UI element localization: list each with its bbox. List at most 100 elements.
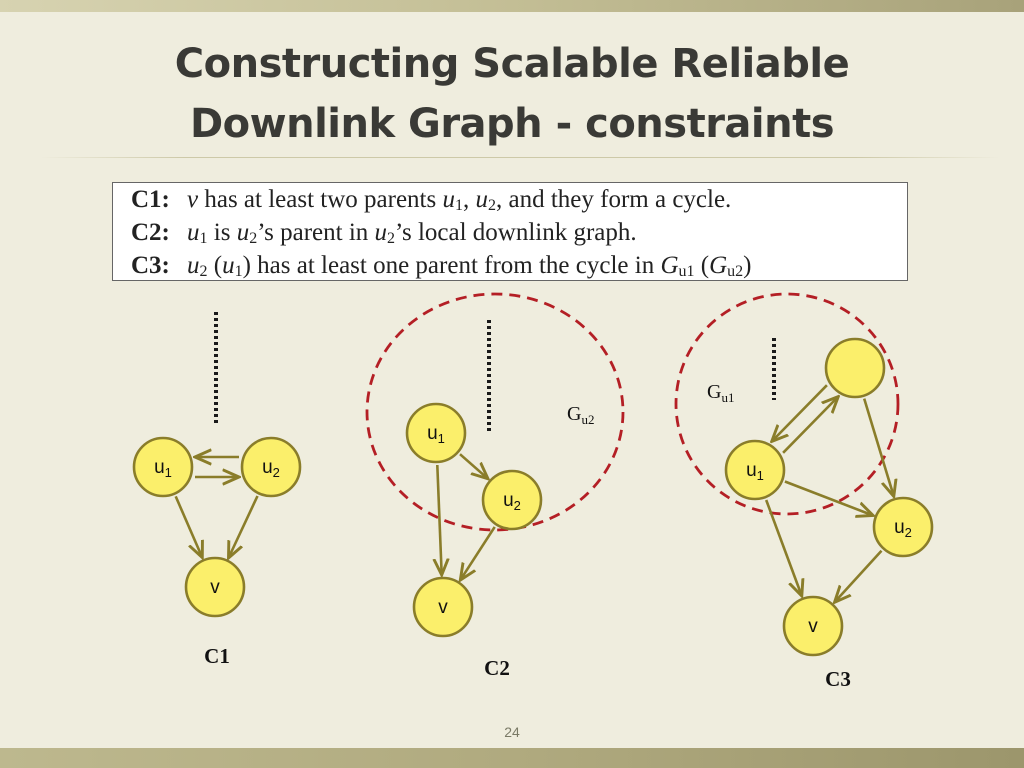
constraint-text: ’s local downlink graph. <box>395 219 637 246</box>
region-label-sub: u1 <box>721 390 734 405</box>
constraint-subscript: 2 <box>199 263 208 280</box>
node-label-main: v <box>438 597 448 618</box>
node-label-main: u <box>427 423 438 444</box>
node-label-main: u <box>894 517 905 538</box>
edge-top-u2 <box>862 398 894 497</box>
region-circle <box>674 292 900 516</box>
node-label-sub: 2 <box>514 498 521 513</box>
region-label-sub: u2 <box>581 412 594 427</box>
node-label: u2 <box>894 517 912 540</box>
node-label: u2 <box>503 490 521 513</box>
constraint-text: has at least two parents <box>198 186 443 213</box>
node-v: v <box>184 556 246 618</box>
slide-title: Constructing Scalable Reliable Downlink … <box>40 34 984 154</box>
node-label-sub: 1 <box>438 431 445 446</box>
constraint-text: u <box>475 186 488 213</box>
constraint-text: u <box>222 252 235 279</box>
node-label-sub: 1 <box>165 465 172 480</box>
constraint-subscript: 2 <box>249 230 258 247</box>
bottom-band <box>0 748 1024 768</box>
region-label-main: G <box>707 381 721 403</box>
diagram-caption: C2 <box>484 656 510 680</box>
edge-u1-v <box>764 499 802 596</box>
node-label-main: v <box>210 577 220 598</box>
node-circle <box>240 436 302 498</box>
edge-top-u1 <box>772 384 828 441</box>
constraint-text: , <box>462 186 476 213</box>
edge-u2-v <box>835 549 883 603</box>
constraint-text: v <box>187 186 199 213</box>
edge-u2-v <box>460 526 496 580</box>
constraint-text: u <box>374 219 388 246</box>
node-label-sub: 2 <box>273 465 280 480</box>
node-circle <box>481 469 543 531</box>
constraint-text: u <box>187 219 200 246</box>
node-label: v <box>808 616 818 637</box>
node-circle <box>872 496 934 558</box>
edge-u1-v <box>174 495 203 557</box>
constraint-text: u <box>187 252 200 279</box>
constraint-text: , and they form a cycle. <box>495 186 732 213</box>
node-label-sub: 2 <box>905 525 912 540</box>
constraint-label: C3: <box>131 252 170 279</box>
node-label: u2 <box>262 457 280 480</box>
region-label: Gu2 <box>567 403 594 427</box>
constraint-text: u <box>236 219 250 246</box>
node-label-main: u <box>503 490 514 511</box>
constraint-3: C3:u2 (u1) has at least one parent from … <box>131 249 907 282</box>
constraint-text: ( <box>207 252 223 279</box>
edge-u1-u2 <box>459 453 488 479</box>
constraint-subscript: 2 <box>387 230 396 247</box>
diagram-caption: C3 <box>825 667 851 691</box>
constraint-subscript: u1 <box>678 263 695 280</box>
node-u2: u2 <box>872 496 934 558</box>
node-u1: u1 <box>724 439 786 501</box>
node-circle <box>412 576 474 638</box>
title-line-1: Constructing Scalable Reliable <box>174 41 850 87</box>
top-band <box>0 0 1024 12</box>
node-u2: u2 <box>481 469 543 531</box>
edge-u1-v <box>437 464 441 575</box>
node-u1: u1 <box>132 436 194 498</box>
constraint-subscript: 2 <box>487 197 496 214</box>
title-line-2: Downlink Graph - constraints <box>189 101 835 147</box>
title-divider <box>40 157 1000 158</box>
constraint-subscript: 1 <box>234 263 243 280</box>
node-v: v <box>412 576 474 638</box>
constraint-text: is <box>207 219 237 246</box>
node-circle <box>405 402 467 464</box>
node-label: u1 <box>746 460 764 483</box>
page-number: 24 <box>504 724 520 740</box>
constraint-text: ( <box>694 252 710 279</box>
node-label-main: u <box>262 457 273 478</box>
edge-u1-u2 <box>784 480 873 516</box>
region-label-main: G <box>567 403 581 425</box>
node-label-sub: 1 <box>757 468 764 483</box>
constraints-box: C1:v has at least two parents u1, u2, an… <box>112 182 908 281</box>
edge-u1-top <box>782 397 838 454</box>
node-u2: u2 <box>240 436 302 498</box>
node-label: v <box>438 597 448 618</box>
constraint-1: C1:v has at least two parents u1, u2, an… <box>131 183 907 216</box>
constraint-label: C2: <box>131 219 170 246</box>
node-label-main: u <box>154 457 165 478</box>
node-label-main: u <box>746 460 757 481</box>
constraint-text: ) has at least one parent from the cycle… <box>242 252 661 279</box>
constraint-text: u <box>442 186 455 213</box>
node-label: u1 <box>154 457 172 480</box>
constraint-text: ) <box>743 252 752 279</box>
region-circle <box>365 292 625 532</box>
node-top <box>824 337 886 399</box>
node-v: v <box>782 595 844 657</box>
constraint-text: ’s parent in <box>257 219 375 246</box>
node-u1: u1 <box>405 402 467 464</box>
constraint-subscript: u2 <box>727 263 744 280</box>
node-label: v <box>210 577 220 598</box>
node-label-main: v <box>808 616 818 637</box>
constraint-2: C2:u1 is u2’s parent in u2’s local downl… <box>131 216 907 249</box>
